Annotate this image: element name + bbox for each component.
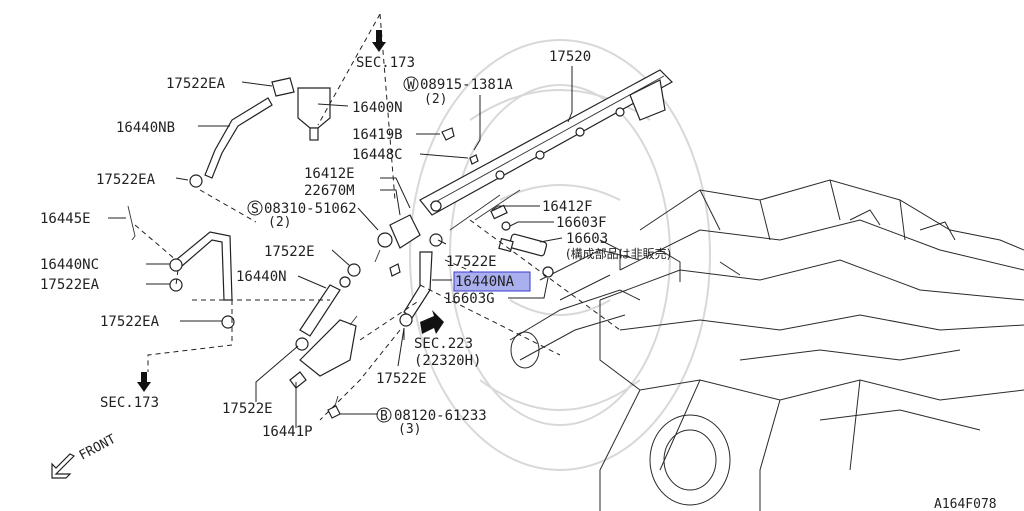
label-17522EA-2[interactable]: 17522EA (96, 172, 156, 188)
label-17522EA-4[interactable]: 17522EA (100, 314, 160, 330)
label-front: FRONT (77, 432, 119, 464)
label-sec173-bottom[interactable]: SEC.173 (100, 395, 159, 411)
label-08915-1381A[interactable]: 08915-1381A (420, 77, 513, 93)
sec173-bottom-arrow (137, 372, 151, 392)
pipe-bracket (289, 315, 358, 389)
figure-code: A164F078 (934, 497, 997, 511)
label-16603F[interactable]: 16603F (556, 215, 607, 231)
w-prefix-circle (403, 76, 419, 92)
label-22320H: (22320H) (414, 353, 481, 369)
label-17522E-3[interactable]: 17522E (376, 371, 427, 387)
label-16445E[interactable]: 16445E (40, 211, 91, 227)
label-16419B[interactable]: 16419B (352, 127, 403, 143)
sec173-top-arrow (372, 30, 386, 52)
label-08310-51062[interactable]: 08310-51062 (264, 201, 357, 217)
qty-08915: (2) (424, 92, 447, 107)
label-16448C[interactable]: 16448C (352, 147, 403, 163)
label-08120-61233[interactable]: 08120-61233 (394, 408, 487, 424)
bolts (127, 127, 479, 419)
hose-clamps (169, 174, 413, 351)
label-sec173-top[interactable]: SEC.173 (356, 55, 415, 71)
label-16440N[interactable]: 16440N (236, 269, 287, 285)
label-17522E-4[interactable]: 17522E (222, 401, 273, 417)
highlighted-part-box[interactable] (453, 271, 531, 292)
label-17522EA-3[interactable]: 17522EA (40, 277, 100, 293)
engine-block-illustration (509, 179, 1024, 511)
label-17522E-2[interactable]: 17522E (446, 254, 497, 270)
sec223-arrow (420, 310, 444, 334)
note-16603-not-sold: (構成部品は非販売) (566, 246, 671, 261)
fuel-injector (498, 221, 554, 278)
prefix-w: W (407, 78, 415, 93)
label-16440NB[interactable]: 16440NB (116, 120, 175, 136)
label-16441P[interactable]: 16441P (262, 424, 313, 440)
label-16412F[interactable]: 16412F (542, 199, 593, 215)
label-16440NC[interactable]: 16440NC (40, 257, 99, 273)
prefix-s: S (251, 202, 259, 217)
fuel-rail (419, 69, 673, 231)
dashed-reference-lines (134, 13, 621, 421)
label-22670M[interactable]: 22670M (304, 183, 355, 199)
label-16603[interactable]: 16603 (566, 231, 608, 247)
label-16400N[interactable]: 16400N (352, 100, 403, 116)
front-arrow-icon (51, 453, 76, 479)
pressure-regulator (374, 200, 443, 263)
label-17522E-1[interactable]: 17522E (264, 244, 315, 260)
label-sec223[interactable]: SEC.223 (414, 336, 473, 352)
qty-08120: (3) (398, 422, 421, 437)
label-16603G[interactable]: 16603G (444, 291, 495, 307)
prefix-b: B (380, 409, 388, 424)
label-16412E[interactable]: 16412E (304, 166, 355, 182)
b-prefix-circle (376, 407, 392, 423)
label-17522EA-1[interactable]: 17522EA (166, 76, 226, 92)
label-16440NA[interactable]: 16440NA (455, 274, 515, 290)
s-prefix-circle (247, 200, 263, 216)
qty-08310: (2) (268, 215, 291, 230)
leader-lines (108, 66, 573, 428)
watermark-emblem (409, 39, 711, 471)
fuel-filter (271, 77, 331, 141)
label-17520[interactable]: 17520 (549, 49, 591, 65)
